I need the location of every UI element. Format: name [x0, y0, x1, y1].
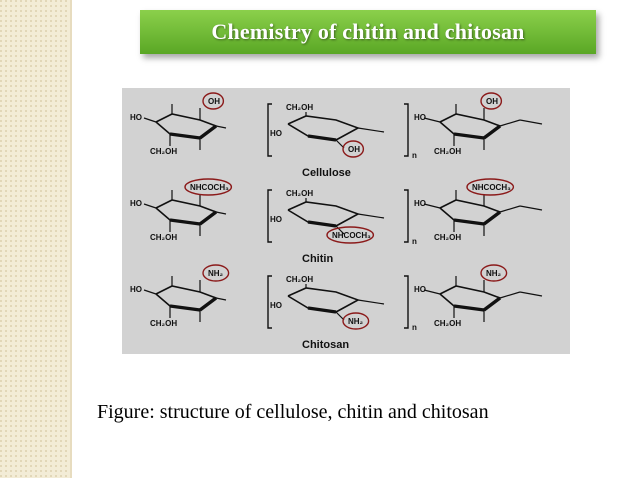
structure-3-left-ring-bold-edge	[169, 304, 201, 312]
structure-1-repeat-n-label: n	[412, 151, 417, 160]
structure-2-mid-bond	[335, 225, 345, 235]
structure-2-right-ring-bold-edge	[453, 218, 485, 226]
structure-3-bracket-left	[267, 275, 272, 329]
structure-3-right-ring-bold-edge	[453, 304, 485, 312]
structure-1-highlight-left	[202, 92, 225, 110]
structure-2-glycosidic-bond	[357, 213, 385, 219]
structure-3-mid-ring-bold-edge	[307, 306, 337, 314]
structure-2-ho-mid-label: HO	[270, 215, 282, 224]
structure-2-ho-right-label: HO	[414, 199, 426, 208]
structure-3-right-ring-bold-edge	[482, 296, 502, 312]
structure-1-ch2oh-mid-label: CH₂OH	[286, 103, 313, 112]
structure-3-terminal-bond	[519, 291, 543, 297]
structure-2-mid-ring	[287, 201, 360, 227]
structure-3-sub-left-label: NH₂	[208, 269, 224, 278]
structure-1-highlight-mid	[342, 140, 365, 158]
structure-3-ho-left-label: HO	[130, 285, 142, 294]
structure-3-terminal-bond	[499, 291, 521, 299]
structure-2-ho-left-label: HO	[130, 199, 142, 208]
structure-1-ch2oh-left-label: CH₂OH	[150, 147, 177, 156]
structure-1-left-ring-bold-edge	[198, 124, 218, 140]
structure-2-bracket-right	[404, 189, 409, 243]
structure-2-terminal-bond	[519, 205, 543, 211]
structure-3-ho-right-label: HO	[414, 285, 426, 294]
structure-2-highlight-right	[466, 178, 515, 196]
structure-1-bracket-right	[404, 103, 409, 157]
structure-1-terminal-bond	[519, 119, 543, 125]
structure-1-sub-mid-label: OH	[348, 145, 360, 154]
structure-1-glycosidic-bond	[357, 127, 385, 133]
structure-1-right-ring-bold-edge	[482, 124, 502, 140]
structure-3-repeat-n-label: n	[412, 323, 417, 332]
structure-3-ch2oh-right-label: CH₂OH	[434, 319, 461, 328]
structure-3-mid-bond	[335, 311, 345, 321]
structure-1-ho-mid-label: HO	[270, 129, 282, 138]
structure-2-ch2oh-mid-label: CH₂OH	[286, 189, 313, 198]
structure-2-left-ring-bold-edge	[169, 218, 201, 226]
structure-1-left-ring-bold-edge	[169, 132, 201, 140]
structure-3-left-ring-bold-edge	[198, 296, 218, 312]
structure-1-sub-left-label: OH	[208, 97, 220, 106]
structure-2-ch2oh-left-label: CH₂OH	[150, 233, 177, 242]
structure-3-highlight-right	[480, 264, 508, 282]
structure-1-sub-right-label: OH	[486, 97, 498, 106]
structure-1-mid-ring	[287, 115, 360, 141]
structure-2-left-ring-bold-edge	[198, 210, 218, 226]
structure-2-mid-ring-bold-edge	[307, 220, 337, 228]
structure-3-bracket-right	[404, 275, 409, 329]
structure-2-bond	[143, 203, 157, 209]
side-strip-edge	[70, 0, 72, 478]
structure-1-ho-right-label: HO	[414, 113, 426, 122]
structure-1-highlight-right	[480, 92, 503, 110]
structure-3-ho-mid-label: HO	[270, 301, 282, 310]
structure-3-glycosidic-bond	[215, 297, 227, 301]
structure-1-glycosidic-bond	[215, 125, 227, 129]
structure-2-glycosidic-bond	[215, 211, 227, 215]
structure-2-bracket-left	[267, 189, 272, 243]
title-banner: Chemistry of chitin and chitosan	[140, 10, 596, 54]
structure-2-repeat-n-label: n	[412, 237, 417, 246]
structure-1-terminal-bond	[499, 119, 521, 127]
structure-3-ch2oh-mid-label: CH₂OH	[286, 275, 313, 284]
structure-2-highlight-left	[184, 178, 233, 196]
structure-2-sub-mid-label: NHCOCH₃	[332, 231, 371, 240]
structure-3-bond	[143, 289, 157, 295]
structure-1-ho-left-label: HO	[130, 113, 142, 122]
structure-2-sub-right-label: NHCOCH₃	[472, 183, 511, 192]
structure-3-bond	[423, 289, 441, 295]
structure-2-terminal-bond	[499, 205, 521, 213]
structure-3-name-label: Chitosan	[302, 339, 349, 351]
slide-title: Chemistry of chitin and chitosan	[211, 19, 525, 44]
figure-caption: Figure: structure of cellulose, chitin a…	[97, 401, 489, 423]
structure-3-glycosidic-bond	[357, 299, 385, 305]
structure-3-ch2oh-left-label: CH₂OH	[150, 319, 177, 328]
structures-layer: HOCH₂OHOHnCH₂OHHOOHHOCH₂OHOHCelluloseHOC…	[130, 92, 543, 351]
structure-1-bond	[143, 117, 157, 123]
structure-1-ch2oh-right-label: CH₂OH	[434, 147, 461, 156]
structure-1-name-label: Cellulose	[302, 167, 351, 179]
structure-3-highlight-mid	[342, 312, 370, 330]
structure-2-highlight-mid	[326, 226, 375, 244]
structure-2-right-ring-bold-edge	[482, 210, 502, 226]
structure-2-ch2oh-right-label: CH₂OH	[434, 233, 461, 242]
structure-1-mid-bond	[335, 139, 345, 149]
structure-2-name-label: Chitin	[302, 253, 333, 265]
structure-1-bond	[423, 117, 441, 123]
structure-3-sub-right-label: NH₂	[486, 269, 502, 278]
structure-1-right-ring-bold-edge	[453, 132, 485, 140]
structure-3-mid-ring	[287, 287, 360, 313]
structure-1-bracket-left	[267, 103, 272, 157]
structure-3-highlight-left	[202, 264, 230, 282]
structure-2-sub-left-label: NHCOCH₃	[190, 183, 229, 192]
decorative-side-strip	[0, 0, 70, 478]
structure-1-mid-ring-bold-edge	[307, 134, 337, 142]
structure-3-sub-mid-label: NH₂	[348, 317, 364, 326]
structure-2-bond	[423, 203, 441, 209]
